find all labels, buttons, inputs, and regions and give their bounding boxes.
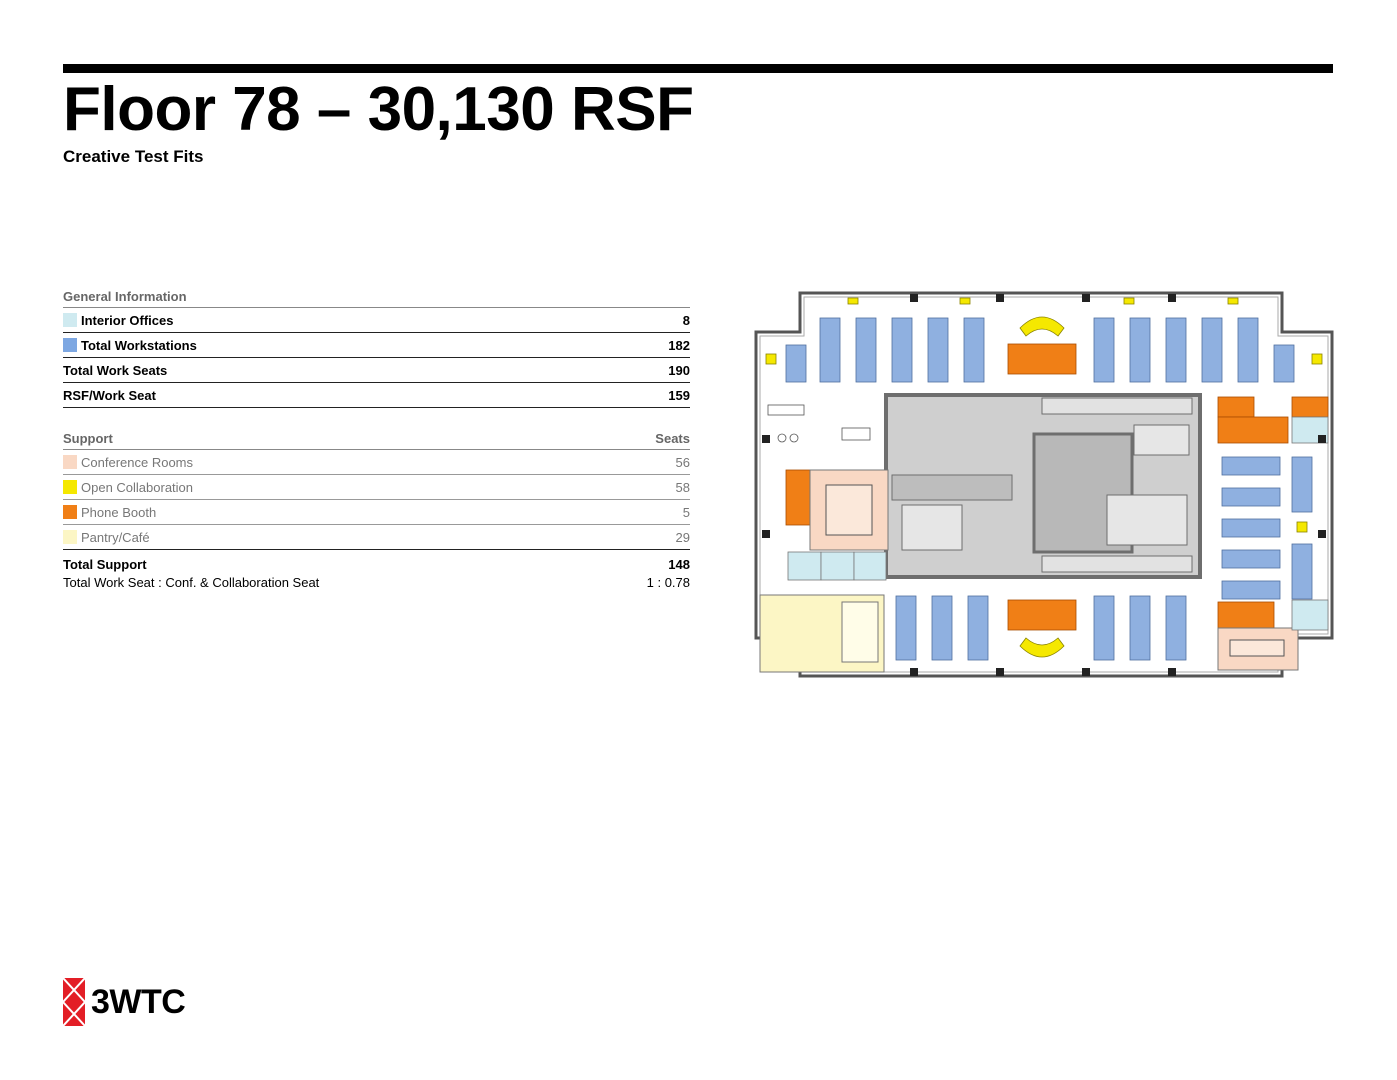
general-row-value: 8 [682, 312, 690, 328]
workstations-bottom [895, 595, 1187, 661]
workstations-right [1221, 456, 1313, 600]
swatch-interior-offices [63, 313, 77, 327]
pantry-counter [841, 601, 879, 663]
core-strip-bottom [1041, 555, 1193, 573]
top-rule [63, 64, 1333, 73]
logo-text: 3WTC [91, 982, 186, 1021]
general-row-value: 182 [668, 337, 690, 353]
general-row-label: Total Work Seats [63, 362, 168, 378]
support-heading: Support Seats [63, 428, 690, 450]
swatch-collaboration [63, 480, 77, 494]
logo-mark-icon [63, 978, 85, 1026]
swatch-conference [63, 455, 77, 469]
support-row-label: Pantry/Café [81, 529, 150, 545]
lounge-furniture [767, 404, 871, 443]
total-support-value: 148 [668, 557, 690, 572]
support-row-value: 56 [675, 454, 690, 470]
conference-table-small [1229, 639, 1285, 657]
support-title: Support [63, 431, 113, 446]
support-row-label: Phone Booth [81, 504, 157, 520]
core-strip-top [1041, 397, 1193, 415]
total-support-label: Total Support [63, 557, 147, 572]
general-row-label: RSF/Work Seat [63, 387, 156, 403]
logo: 3WTC [63, 978, 186, 1026]
swatch-workstations [63, 338, 77, 352]
support-row: Conference Rooms 56 [63, 450, 690, 475]
general-row-value: 190 [668, 362, 690, 378]
general-info-heading: General Information [63, 286, 690, 308]
info-table: General Information Interior Offices 8 T… [63, 286, 690, 592]
support-row: Phone Booth 5 [63, 500, 690, 525]
support-row-label: Open Collaboration [81, 479, 194, 495]
core-stair-left [901, 504, 963, 551]
total-support-row: Total Support 148 [63, 556, 690, 574]
workstations-top-left [785, 317, 985, 383]
general-row: Total Work Seats 190 [63, 358, 690, 383]
general-row: Total Workstations 182 [63, 333, 690, 358]
support-row-label: Conference Rooms [81, 454, 193, 470]
general-row-label: Interior Offices [81, 312, 174, 328]
page-title: Floor 78 – 30,130 RSF [63, 75, 694, 144]
phone-booths [785, 343, 1329, 631]
open-collaboration [765, 297, 1323, 658]
support-row-value: 58 [675, 479, 690, 495]
column-markers [762, 294, 1326, 676]
general-row-value: 159 [668, 387, 690, 403]
general-row: RSF/Work Seat 159 [63, 383, 690, 408]
workstations-top-right [1093, 317, 1295, 383]
swatch-phone-booth [63, 505, 77, 519]
core-restrooms [1106, 494, 1188, 546]
general-row: Interior Offices 8 [63, 308, 690, 333]
ratio-row: Total Work Seat : Conf. & Collaboration … [63, 574, 690, 592]
core-stair-right [1133, 424, 1190, 456]
ratio-value: 1 : 0.78 [646, 575, 690, 590]
floor-plan [754, 291, 1334, 678]
swatch-pantry [63, 530, 77, 544]
general-info-title: General Information [63, 289, 187, 304]
support-row: Pantry/Café 29 [63, 525, 690, 550]
support-row: Open Collaboration 58 [63, 475, 690, 500]
support-row-value: 5 [682, 504, 690, 520]
support-row-value: 29 [675, 529, 690, 545]
ratio-label: Total Work Seat : Conf. & Collaboration … [63, 575, 320, 590]
core-service-rooms [891, 474, 1013, 501]
conference-table-large [825, 484, 873, 536]
page-subtitle: Creative Test Fits [63, 147, 204, 166]
general-row-label: Total Workstations [81, 337, 197, 353]
support-seats-label: Seats [655, 431, 690, 446]
